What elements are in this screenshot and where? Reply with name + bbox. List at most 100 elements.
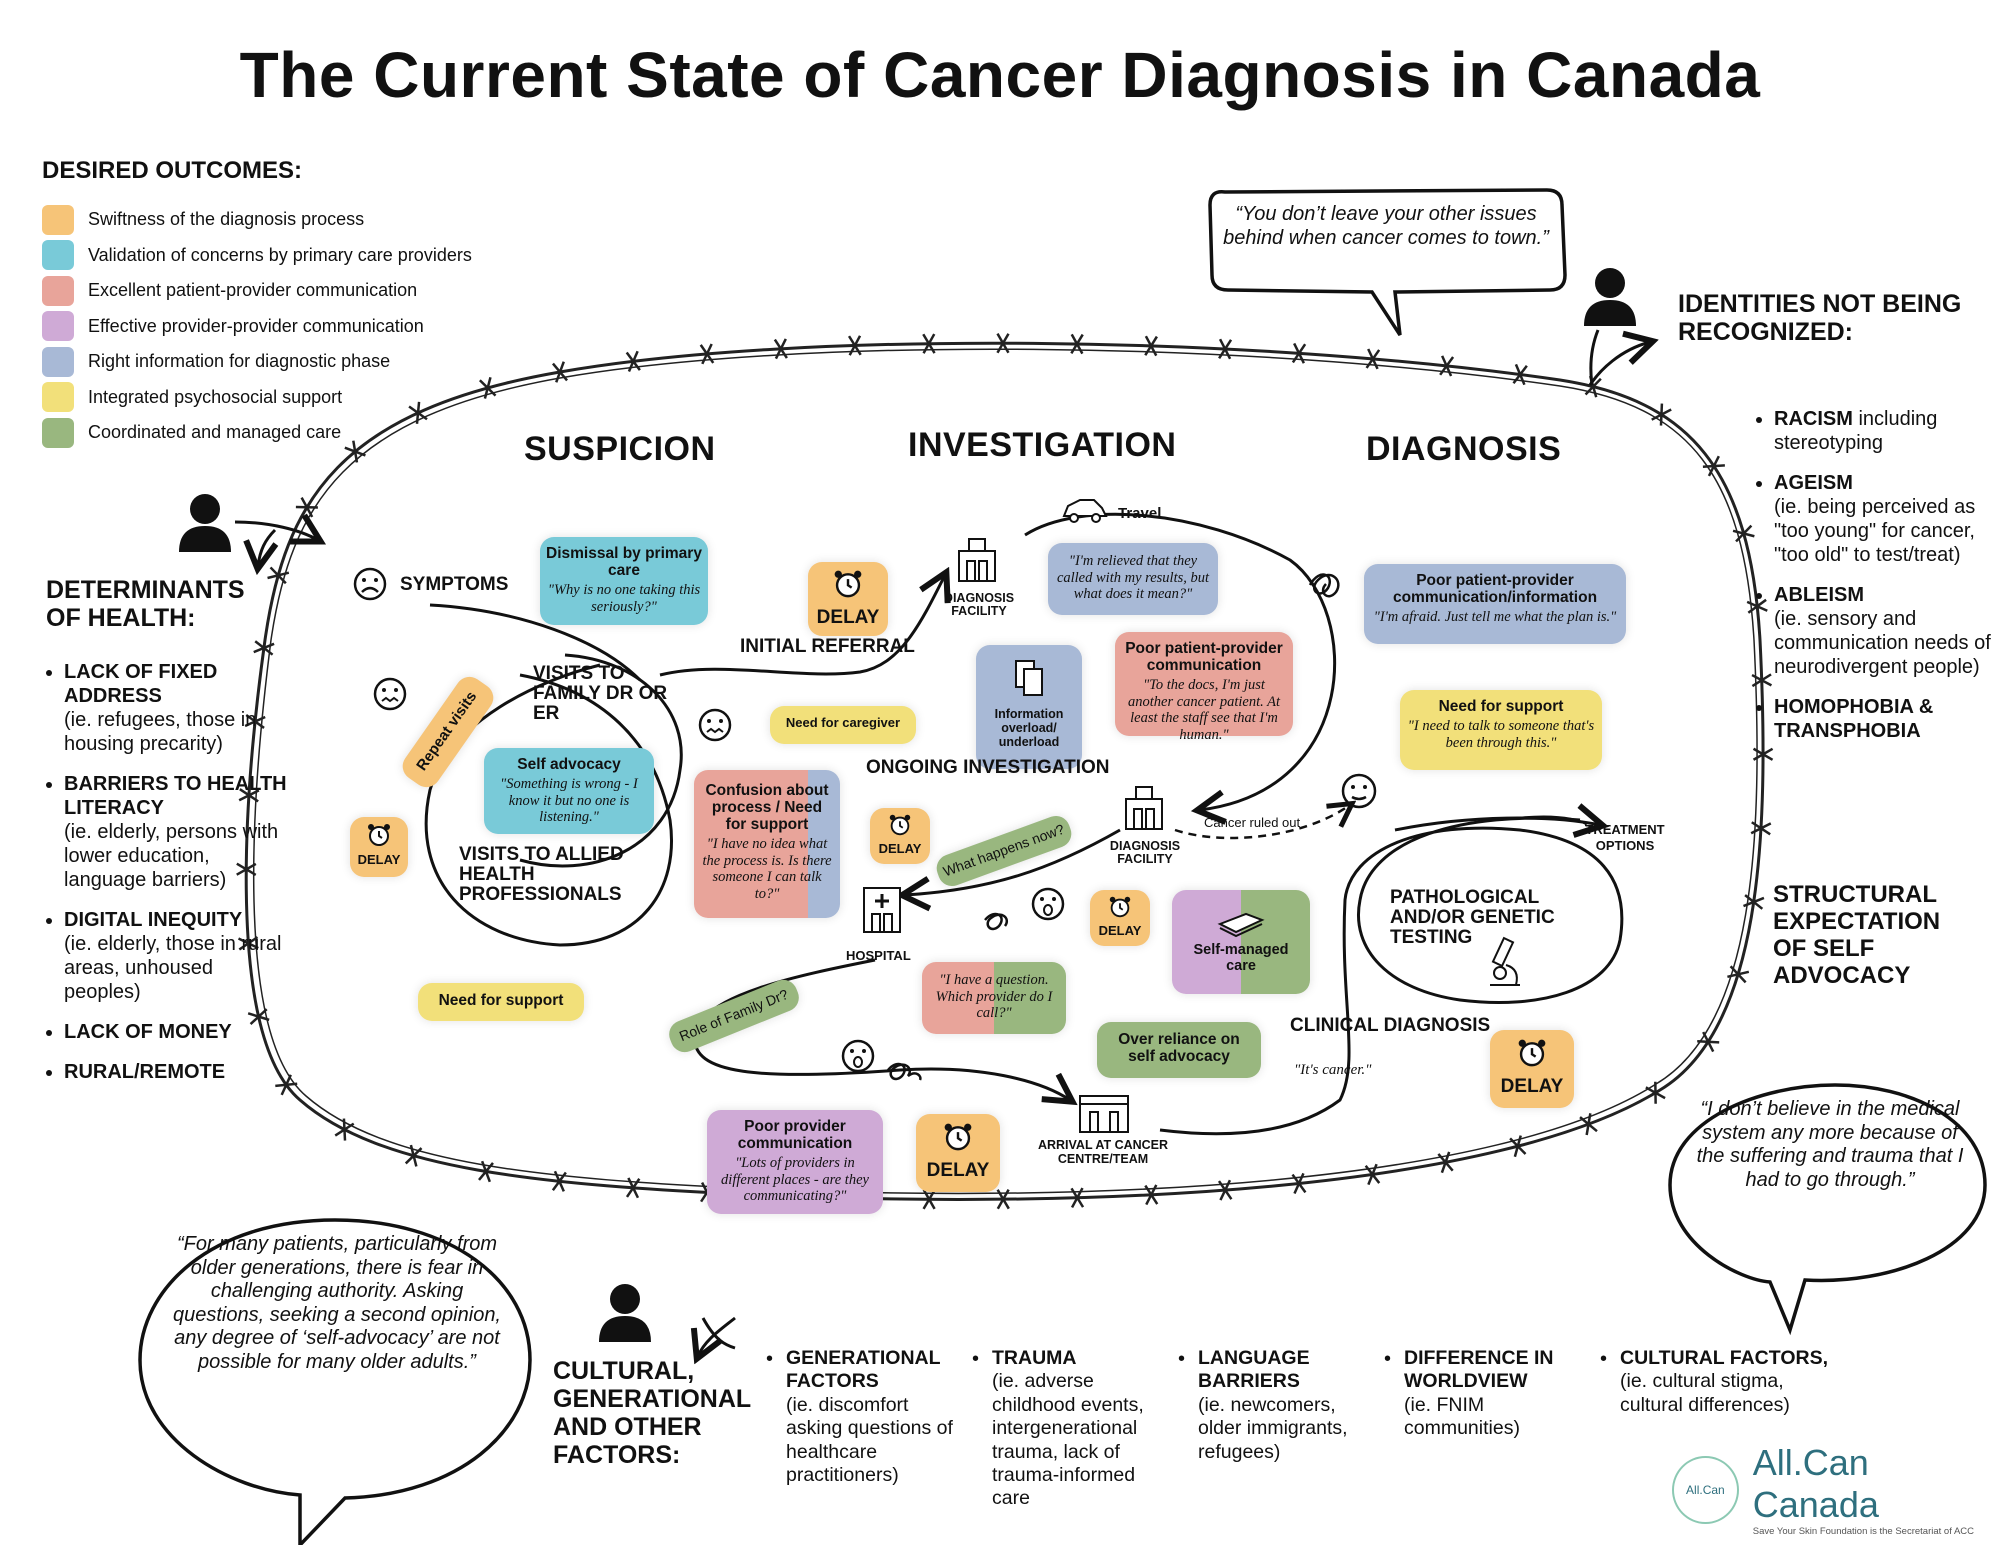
note-poor-pp-mid: Poor patient-provider communication "To … xyxy=(1115,632,1293,743)
barb xyxy=(1751,821,1771,836)
note-quote: "I have no idea what the process is. Is … xyxy=(702,836,832,903)
clinical-diagnosis-label: CLINICAL DIAGNOSIS xyxy=(1290,1015,1491,1036)
note-heading: Self-managed care xyxy=(1193,942,1289,974)
note-heading: Poor patient-provider communication xyxy=(1125,640,1283,675)
item-detail: (ie. refugees, those in housing precarit… xyxy=(64,709,257,755)
legend-label: Validation of concerns by primary care p… xyxy=(88,244,472,265)
delay-label: DELAY xyxy=(357,852,401,867)
cultural-item: •TRAUMA(ie. adverse childhood events, in… xyxy=(972,1347,1177,1511)
building-icon xyxy=(1125,786,1163,830)
worried-face-icon xyxy=(373,677,407,711)
person-icon xyxy=(599,1284,651,1342)
cancer-ruled-out-label: Cancer ruled out xyxy=(1204,815,1301,830)
barb xyxy=(1144,335,1158,356)
list-item: ABLEISM(ie. sensory and communication ne… xyxy=(1774,583,1999,679)
barb xyxy=(1439,356,1455,376)
note-heading: Dismissal by primary care xyxy=(546,545,702,580)
legend-label: Right information for diagnostic phase xyxy=(88,351,391,372)
barb xyxy=(1746,600,1768,612)
note-need-caregiver: Need for caregiver xyxy=(770,706,916,744)
sad-face-icon xyxy=(353,567,387,601)
speech-bubble-top xyxy=(1208,188,1567,336)
barb xyxy=(1512,365,1528,385)
barb xyxy=(415,401,421,424)
note-poor-pp-right: Poor patient-provider communication/info… xyxy=(1364,564,1626,644)
note-over-reliance: Over reliance on self advocacy xyxy=(1097,1022,1261,1078)
person-icon xyxy=(179,494,231,552)
barb xyxy=(1291,343,1307,364)
barb xyxy=(627,350,639,372)
note-heading: Poor provider communication xyxy=(737,1118,853,1153)
legend-label: Integrated psychosocial support xyxy=(88,386,343,407)
legend-item: Coordinated and managed care xyxy=(42,415,472,451)
speech-bubble-left xyxy=(138,1218,532,1545)
note-heading: Confusion about process / Need for suppo… xyxy=(705,782,829,834)
stage-investigation: INVESTIGATION xyxy=(908,426,1177,464)
legend-label: Effective provider-provider communicatio… xyxy=(88,315,424,336)
item-detail: (ie. FNIM communities) xyxy=(1404,1393,1520,1440)
barb xyxy=(1293,1172,1305,1195)
barb xyxy=(1744,894,1764,910)
desired-outcomes-heading: DESIRED OUTCOMES: xyxy=(42,157,303,184)
barb xyxy=(1584,377,1602,396)
note-quote: "I have a question. Which provider do I … xyxy=(935,972,1053,1022)
cancer-centre-icon xyxy=(1079,1095,1129,1133)
note-heading: Poor patient-provider communication/info… xyxy=(1392,572,1598,607)
logo-name: All.Can Canada xyxy=(1752,1442,1879,1525)
legend-item: Effective provider-provider communicatio… xyxy=(42,309,472,345)
list-item: LACK OF FIXED ADDRESS(ie. refugees, thos… xyxy=(64,660,294,756)
list-item: RURAL/REMOTE xyxy=(64,1060,294,1084)
desired-outcomes-legend: Swiftness of the diagnosis process Valid… xyxy=(42,202,472,451)
barb xyxy=(275,1082,298,1088)
item-bold: DIGITAL INEQUITY xyxy=(64,909,243,931)
barb xyxy=(1585,1113,1592,1136)
alarm-clock-icon xyxy=(944,1123,972,1151)
barb xyxy=(1070,1187,1084,1209)
list-item: HOMOPHOBIA & TRANSPHOBIA xyxy=(1774,695,1999,743)
initial-referral-label: INITIAL REFERRAL xyxy=(740,636,915,657)
car-icon xyxy=(1062,499,1108,523)
visits-allied-label: VISITS TO ALLIED HEALTH PROFESSIONALS xyxy=(459,844,624,905)
logo-mark: All.Can xyxy=(1672,1455,1739,1524)
barb xyxy=(1751,673,1773,687)
item-bold: TRAUMA xyxy=(992,1347,1077,1369)
neutral-face-icon xyxy=(1341,773,1377,809)
note-confusion: Confusion about process / Need for suppo… xyxy=(694,770,840,918)
person-icon xyxy=(1584,268,1636,326)
item-detail: (ie. being perceived as "too young" for … xyxy=(1774,496,1976,566)
cultural-item: •CULTURAL FACTORS,(ie. cultural stigma, … xyxy=(1600,1347,1850,1417)
legend-label: Swiftness of the diagnosis process xyxy=(88,209,365,230)
item-bold: DIFFERENCE IN WORLDVIEW xyxy=(1404,1347,1554,1393)
paper-stack-icon xyxy=(1217,912,1265,938)
microscope-icon xyxy=(1490,936,1520,986)
barb xyxy=(1440,1151,1451,1174)
visits-family-label: VISITS TO FAMILY DR OR ER xyxy=(533,663,668,724)
item-detail: including stereotyping xyxy=(1774,408,1938,454)
pathological-testing-label: PATHOLOGICAL AND/OR GENETIC TESTING xyxy=(1390,887,1555,948)
barb xyxy=(1070,333,1084,355)
stage-diagnosis: DIAGNOSIS xyxy=(1366,430,1562,468)
barb xyxy=(1651,408,1672,421)
delay-badge: DELAY xyxy=(350,817,408,877)
legend-item: Integrated psychosocial support xyxy=(42,380,472,416)
item-bold: CULTURAL FACTORS, xyxy=(1620,1347,1828,1369)
list-item: DIGITAL INEQUITY(ie. elderly, those in r… xyxy=(64,908,294,1004)
barb xyxy=(1732,529,1755,538)
ongoing-investigation-label: ONGOING INVESTIGATION xyxy=(866,757,1110,778)
cultural-heading: CULTURAL, GENERATIONAL AND OTHER FACTORS… xyxy=(553,1357,751,1469)
delay-label: DELAY xyxy=(816,607,880,628)
page-title: The Current State of Cancer Diagnosis in… xyxy=(239,39,1761,111)
determinants-heading: DETERMINANTS OF HEALTH: xyxy=(46,576,245,632)
list-item: BARRIERS TO HEALTH LITERACY(ie. elderly,… xyxy=(64,772,294,892)
item-bold: BARRIERS TO HEALTH LITERACY xyxy=(64,773,287,819)
hospital-icon xyxy=(863,887,901,933)
list-item: LACK OF MONEY xyxy=(64,1020,294,1044)
item-detail: (ie. sensory and communication needs of … xyxy=(1774,608,1991,678)
determinants-list: LACK OF FIXED ADDRESS(ie. refugees, thos… xyxy=(42,660,294,1100)
legend-item: Swiftness of the diagnosis process xyxy=(42,202,472,238)
delay-badge: DELAY xyxy=(808,562,888,636)
barb xyxy=(247,1012,270,1022)
note-dismissal: Dismissal by primary care "Why is no one… xyxy=(540,537,708,625)
delay-label: DELAY xyxy=(1500,1076,1564,1097)
legend-item: Right information for diagnostic phase xyxy=(42,344,472,380)
